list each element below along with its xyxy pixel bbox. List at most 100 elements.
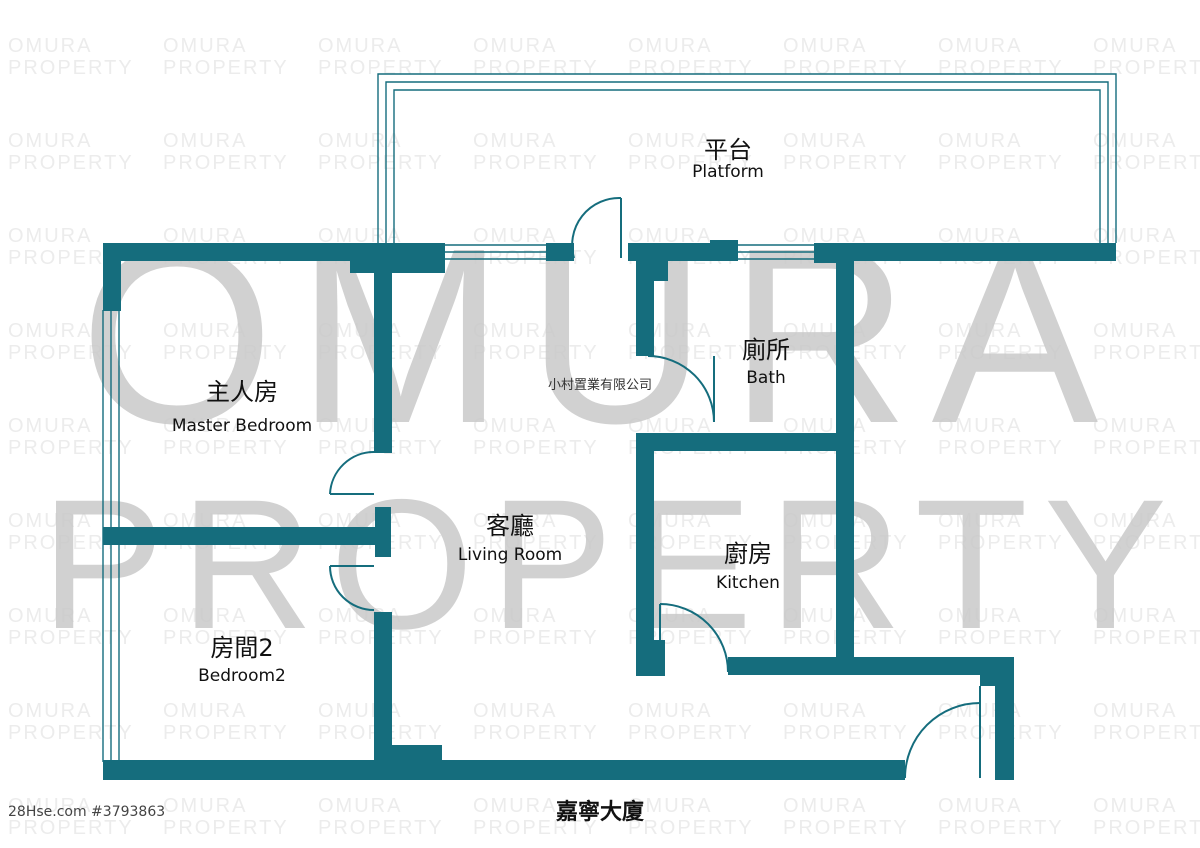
listing-credit: 28Hse.com #3793863 [8, 804, 166, 820]
watermark-tile-line1: OMURA [8, 35, 92, 57]
living-room-label-zh: 客廳 [486, 512, 534, 540]
watermark-tile-line1: OMURA [783, 225, 867, 247]
watermark-tile-line1: OMURA [473, 415, 557, 437]
watermark-tile-line1: OMURA [473, 320, 557, 342]
watermark-tile-line1: OMURA [938, 130, 1022, 152]
watermark-tile-line2: PROPERTY [8, 722, 134, 744]
watermark-tile-line1: OMURA [163, 510, 247, 532]
bedroom2-label-zh: 房間2 [210, 634, 274, 662]
watermark-tile-line2: PROPERTY [163, 342, 289, 364]
watermark-tile-line2: PROPERTY [473, 152, 599, 174]
watermark-tile-line1: OMURA [163, 415, 247, 437]
watermark-tile-line2: PROPERTY [938, 57, 1064, 79]
watermark-tile-line2: PROPERTY [318, 57, 444, 79]
watermark-tile-line2: PROPERTY [1093, 627, 1200, 649]
watermark-tile-line1: OMURA [163, 130, 247, 152]
watermark-tile-line1: OMURA [938, 35, 1022, 57]
master-bedroom-label-zh: 主人房 [206, 378, 278, 406]
watermark-tile-line2: PROPERTY [473, 437, 599, 459]
watermark-tile-line2: PROPERTY [8, 152, 134, 174]
watermark-tile-line1: OMURA [783, 700, 867, 722]
watermark-tile-line1: OMURA [8, 605, 92, 627]
kitchen-label-en: Kitchen [716, 573, 780, 593]
watermark-tile-line2: PROPERTY [163, 57, 289, 79]
watermark-tile-line1: OMURA [473, 795, 557, 817]
watermark-tile-line1: OMURA [163, 700, 247, 722]
watermark-tile-line2: PROPERTY [473, 627, 599, 649]
watermark-tile-line2: PROPERTY [473, 532, 599, 554]
watermark-tile-line1: OMURA [163, 605, 247, 627]
watermark-tile-line2: PROPERTY [473, 342, 599, 364]
watermark-tile-line2: PROPERTY [1093, 532, 1200, 554]
watermark-tile-line2: PROPERTY [163, 152, 289, 174]
watermark-tile-line1: OMURA [8, 795, 92, 817]
watermark-tile-line1: OMURA [8, 415, 92, 437]
watermark-tile-line1: OMURA [628, 35, 712, 57]
watermark-tile-line2: PROPERTY [163, 817, 289, 839]
watermark-tile-line2: PROPERTY [628, 342, 754, 364]
watermark-tile-line2: PROPERTY [938, 532, 1064, 554]
watermark-tile-line1: OMURA [1093, 130, 1177, 152]
watermark-tile-line2: PROPERTY [783, 722, 909, 744]
watermark-tile-line2: PROPERTY [8, 57, 134, 79]
master-bedroom-label-en: Master Bedroom [171, 416, 313, 436]
watermark-tile-line2: PROPERTY [8, 247, 134, 269]
watermark-large-line2: PROPERTY [41, 462, 1183, 668]
watermark-tile-line1: OMURA [1093, 795, 1177, 817]
platform-label-en: Platform [692, 162, 764, 182]
kitchen-label-zh: 廚房 [724, 540, 772, 568]
watermark-tile-line1: OMURA [318, 795, 402, 817]
watermark-tile-line2: PROPERTY [783, 57, 909, 79]
watermark-tile-line1: OMURA [1093, 510, 1177, 532]
watermark-tile-line2: PROPERTY [318, 817, 444, 839]
watermark-tile-line1: OMURA [1093, 225, 1177, 247]
watermark-tile-line1: OMURA [628, 225, 712, 247]
watermark-tile-line2: PROPERTY [1093, 57, 1200, 79]
bedroom2-label-en: Bedroom2 [198, 666, 286, 686]
watermark-tile-line1: OMURA [163, 795, 247, 817]
watermark-tile-line2: PROPERTY [783, 152, 909, 174]
building-name: 嘉寧大廈 [555, 800, 645, 825]
watermark-tile-line2: PROPERTY [628, 152, 754, 174]
living-room-label-en: Living Room [457, 545, 563, 565]
watermark-tile-line1: OMURA [318, 130, 402, 152]
doors [329, 196, 981, 779]
watermark-tile-line1: OMURA [318, 35, 402, 57]
watermark-tile-line2: PROPERTY [938, 817, 1064, 839]
watermark-tile-line2: PROPERTY [938, 627, 1064, 649]
watermark-tile-line2: PROPERTY [473, 57, 599, 79]
watermark-tile-line2: PROPERTY [163, 627, 289, 649]
watermark-tile-line2: PROPERTY [628, 57, 754, 79]
watermark-tile-line1: OMURA [473, 130, 557, 152]
watermark-tile-line2: PROPERTY [163, 722, 289, 744]
watermark-tile-line2: PROPERTY [1093, 342, 1200, 364]
watermark-large-line1: OMURA [80, 196, 1121, 475]
watermark-tile-line2: PROPERTY [628, 532, 754, 554]
watermark-tile-line1: OMURA [628, 415, 712, 437]
watermark-tile-line1: OMURA [473, 35, 557, 57]
watermark-tile-line2: PROPERTY [1093, 817, 1200, 839]
watermark-tile-line2: PROPERTY [318, 152, 444, 174]
watermark-tile-line1: OMURA [938, 510, 1022, 532]
watermark-tile-line2: PROPERTY [1093, 152, 1200, 174]
company-label: 小村置業有限公司 [547, 378, 653, 393]
watermark-tile-line1: OMURA [783, 795, 867, 817]
platform-railing [377, 73, 1117, 243]
watermark-tile-line2: PROPERTY [1093, 722, 1200, 744]
watermark-tile-line2: PROPERTY [473, 817, 599, 839]
watermark-tile-line2: PROPERTY [1093, 247, 1200, 269]
watermark-tile-line1: OMURA [1093, 605, 1177, 627]
watermark-tile-line1: OMURA [1093, 700, 1177, 722]
watermark-tile-line2: PROPERTY [783, 817, 909, 839]
watermark-tile-line1: OMURA [783, 130, 867, 152]
watermark-tile-line1: OMURA [628, 700, 712, 722]
watermark-tile-line1: OMURA [1093, 320, 1177, 342]
watermark-tile-line2: PROPERTY [8, 437, 134, 459]
watermark-tile-line1: OMURA [938, 415, 1022, 437]
watermark-tile-line1: OMURA [163, 225, 247, 247]
watermark-tile-line1: OMURA [1093, 415, 1177, 437]
watermark-tile-line1: OMURA [473, 605, 557, 627]
watermark-tile-line1: OMURA [938, 795, 1022, 817]
